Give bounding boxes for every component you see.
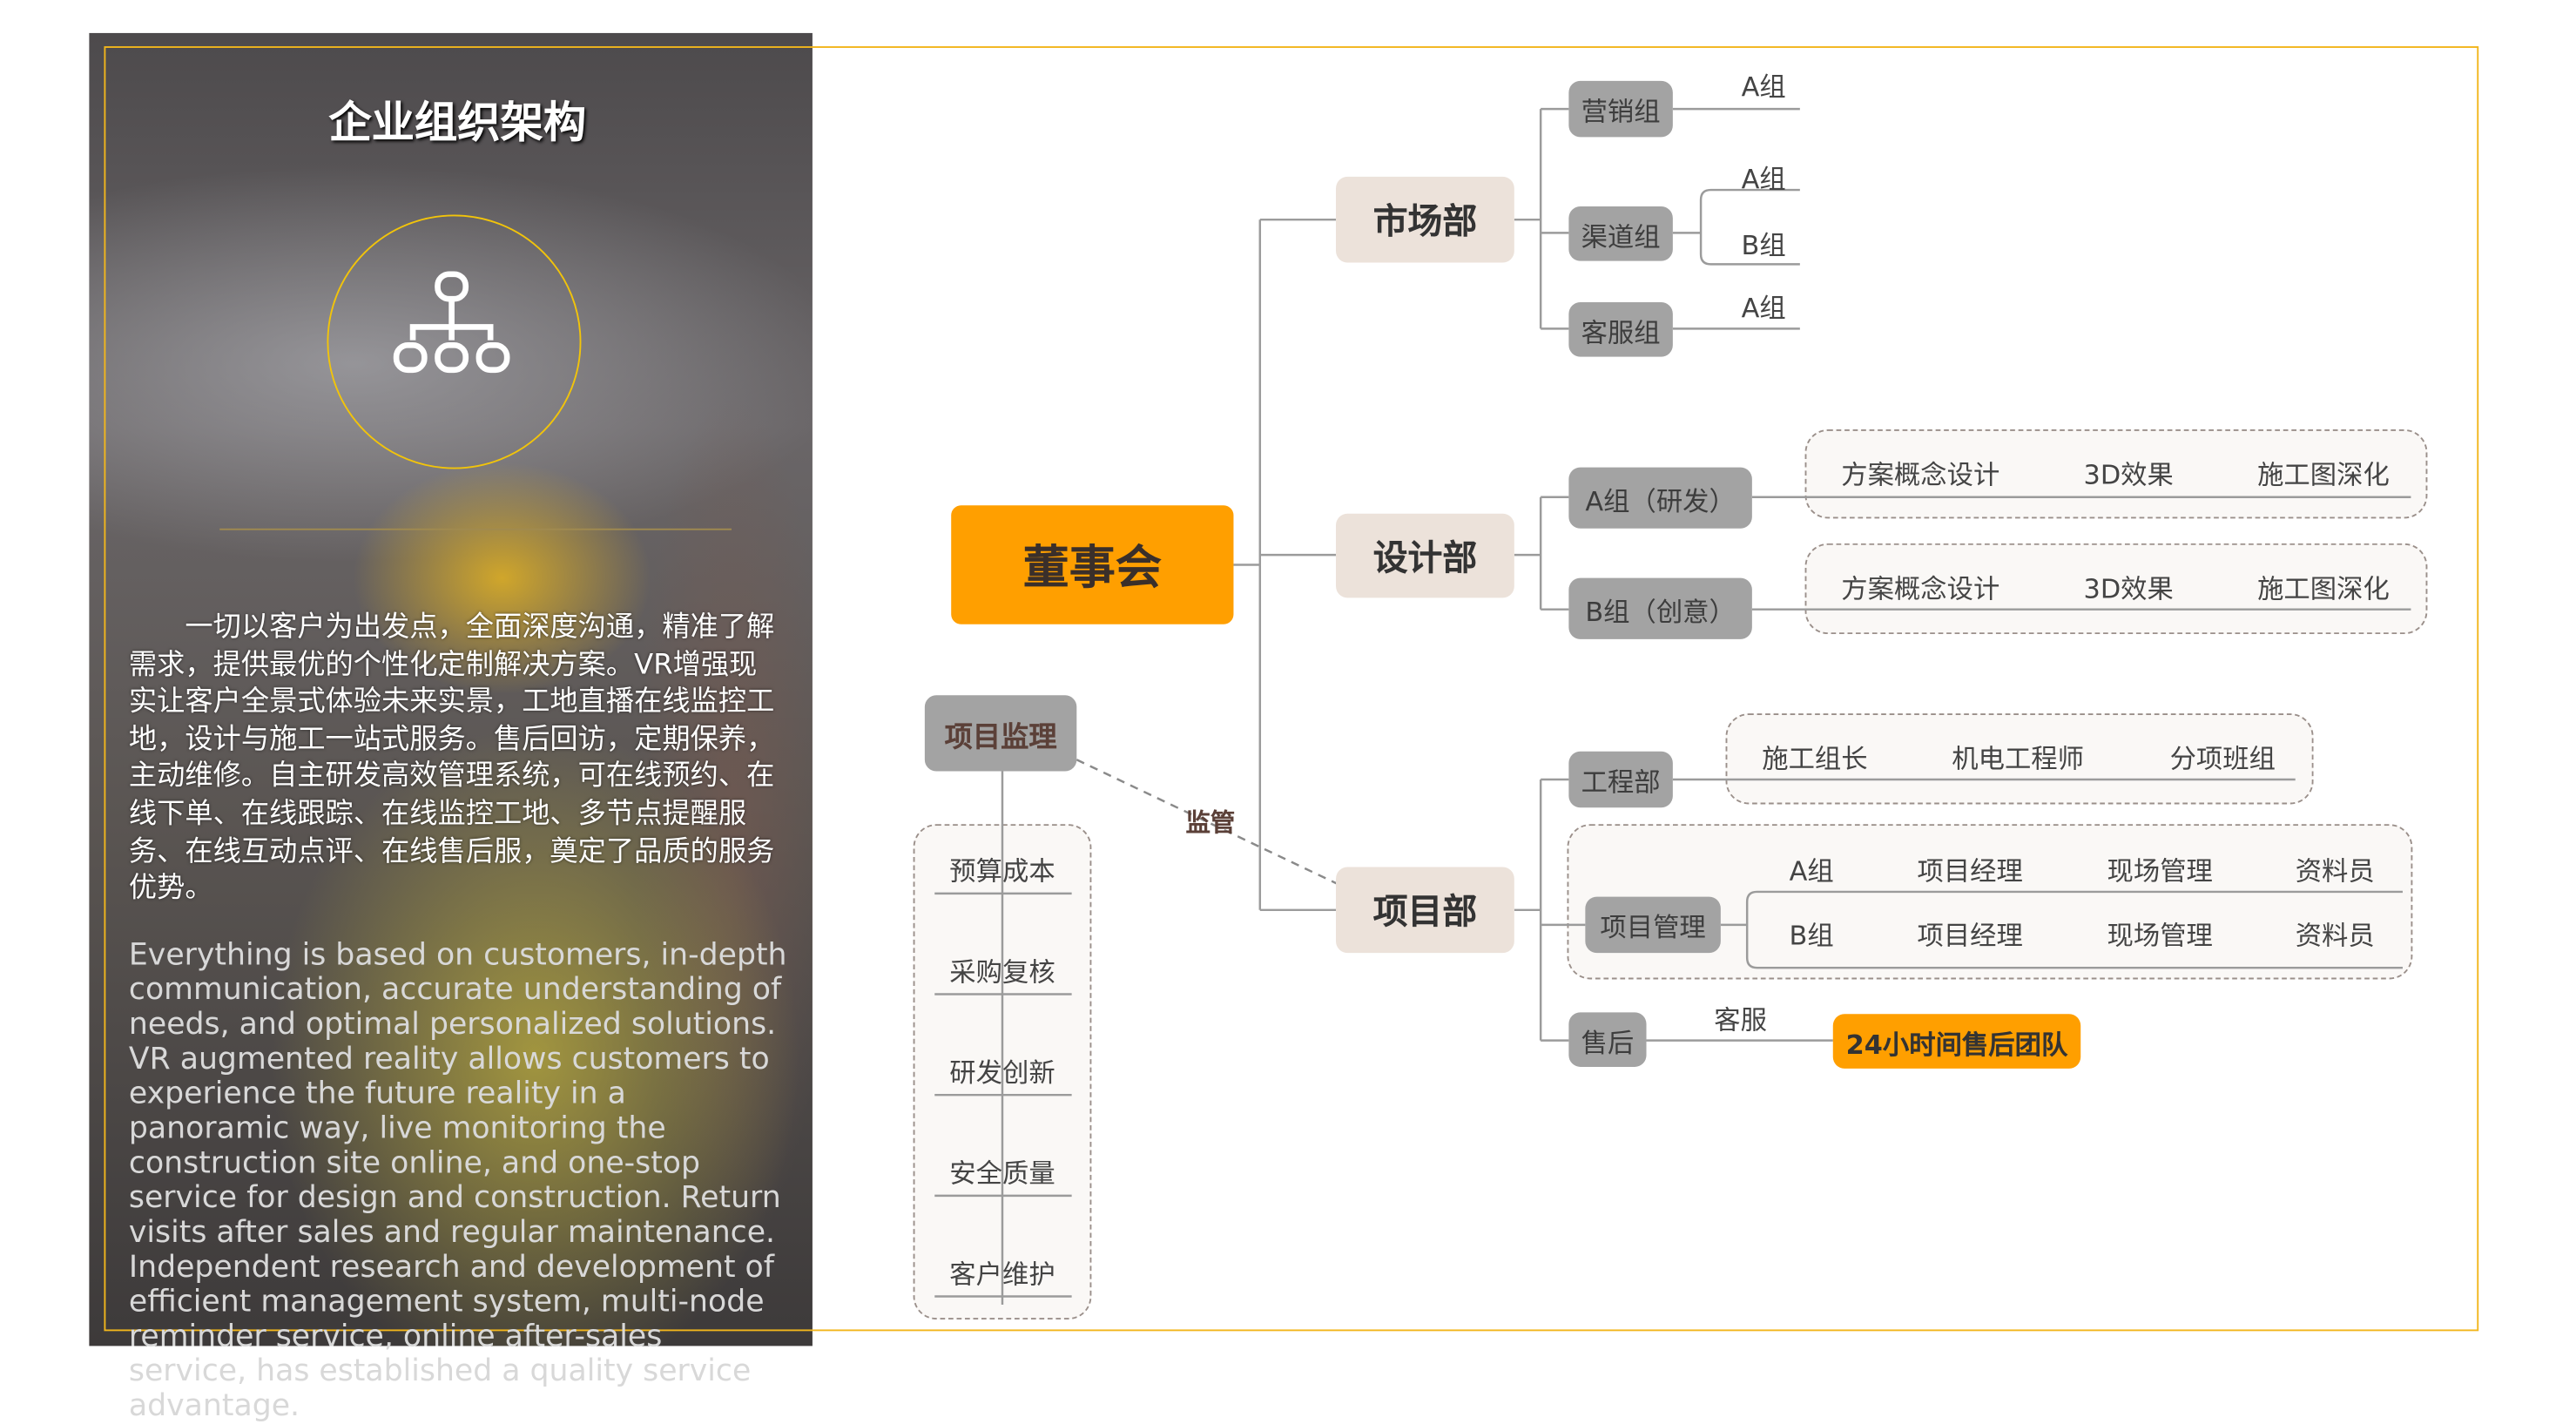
engineering-item: 施工组长 [1762, 743, 1868, 775]
design-item: 3D效果 [2083, 572, 2174, 605]
management-item: 资料员 [2295, 920, 2375, 952]
management-node[interactable]: 项目管理 [1585, 896, 1721, 954]
description-english: Everything is based on customers, in-dep… [128, 938, 787, 1424]
subgroup-label: B组 [1741, 229, 1786, 261]
design-item: 方案概念设计 [1841, 572, 2000, 605]
channel-group-node[interactable]: 渠道组 [1568, 206, 1673, 261]
page-title: 企业组织架构 [328, 98, 587, 149]
design-item: 施工图深化 [2257, 572, 2390, 605]
market-dept-node[interactable]: 市场部 [1336, 176, 1514, 263]
management-group: B组 [1789, 920, 1834, 952]
subgroup-label: A组 [1741, 163, 1786, 195]
design-a-items-box [1804, 429, 2428, 519]
subgroup-label: A组 [1741, 71, 1786, 103]
design-item: 方案概念设计 [1841, 459, 2000, 491]
supervision-item: 研发创新 [949, 1056, 1055, 1089]
management-item: 现场管理 [2107, 920, 2213, 952]
supervision-item: 预算成本 [949, 855, 1055, 887]
supervision-item: 安全质量 [949, 1157, 1055, 1190]
design-item: 3D效果 [2083, 459, 2174, 491]
marketing-group-node[interactable]: 营销组 [1568, 80, 1673, 138]
management-item: 现场管理 [2107, 855, 2213, 887]
icon-circle [327, 214, 582, 469]
gold-frame [104, 46, 2479, 1332]
connector-lines [934, 107, 2411, 1305]
project-dept-node[interactable]: 项目部 [1336, 867, 1514, 954]
supervision-node[interactable]: 项目监理 [924, 695, 1077, 772]
supervision-item: 采购复核 [949, 955, 1055, 988]
supervision-item: 客户维护 [949, 1258, 1055, 1290]
design-item: 施工图深化 [2257, 459, 2390, 491]
after-sales-node[interactable]: 售后 [1568, 1012, 1647, 1067]
subgroup-label: A组 [1741, 292, 1786, 324]
service-link-label: 客服 [1714, 1003, 1767, 1036]
design-a-group-node[interactable]: A组（研发） [1568, 467, 1752, 529]
management-group: A组 [1789, 855, 1834, 887]
management-item: 项目经理 [1917, 855, 2023, 887]
org-structure-slide: 企业组织架构 一切以客户为出发点，全面深度沟通，精准了解需求，提供最优的个性化定… [89, 32, 2479, 1424]
divider [219, 528, 732, 530]
org-chart-icon [393, 271, 510, 374]
description-chinese: 一切以客户为出发点，全面深度沟通，精准了解需求，提供最优的个性化定制解决方案。V… [128, 611, 775, 906]
engineering-item: 机电工程师 [1952, 743, 2085, 775]
engineering-item: 分项班组 [2169, 743, 2276, 775]
supervision-arrow [1076, 759, 1355, 894]
management-item: 项目经理 [1917, 920, 2023, 952]
design-b-items-box [1804, 543, 2428, 635]
service-group-node[interactable]: 客服组 [1568, 302, 1673, 357]
design-dept-node[interactable]: 设计部 [1336, 513, 1514, 598]
design-b-group-node[interactable]: B组（创意） [1568, 577, 1752, 639]
supervision-relation-label: 监管 [1185, 807, 1236, 838]
engineering-items-box [1725, 713, 2314, 805]
engineering-node[interactable]: 工程部 [1568, 751, 1673, 808]
board-node[interactable]: 董事会 [951, 505, 1234, 624]
management-item: 资料员 [2295, 855, 2375, 887]
after-sales-team-node[interactable]: 24小时间售后团队 [1832, 1014, 2081, 1069]
